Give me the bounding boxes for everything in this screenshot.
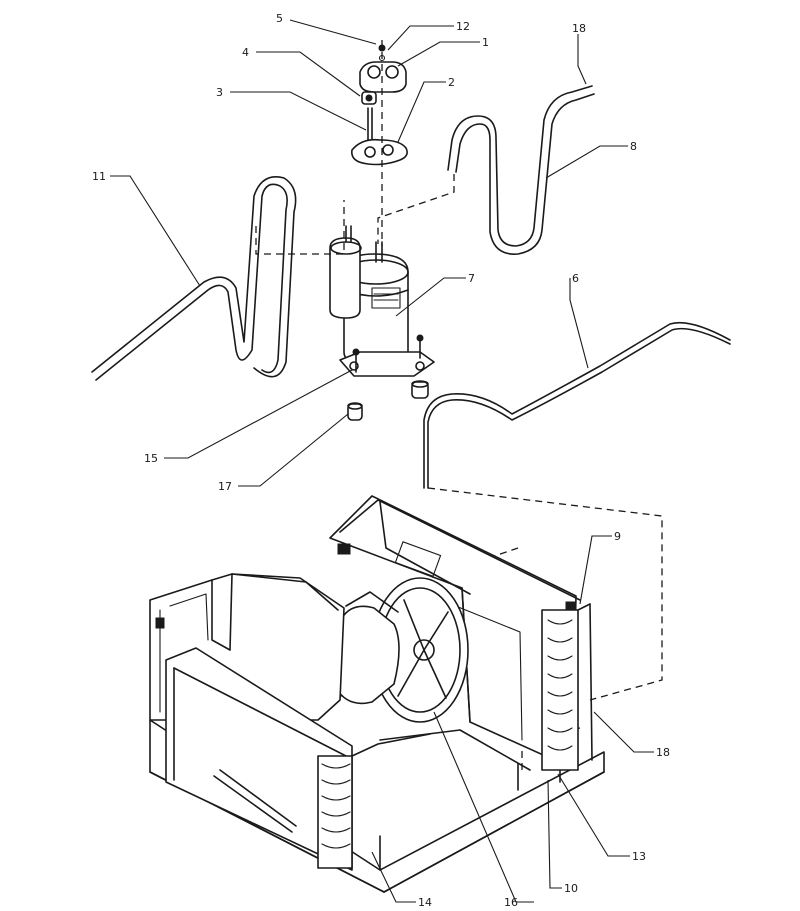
callout-3: 3 <box>216 86 223 99</box>
callout-8: 8 <box>630 140 637 153</box>
callout-13: 13 <box>632 850 646 863</box>
fan-motor <box>335 591 400 705</box>
callout-14: 14 <box>418 896 432 909</box>
terminal-nut <box>361 91 377 105</box>
callout-5: 5 <box>276 12 283 25</box>
terminal-gasket <box>351 138 408 166</box>
grommet-right <box>411 380 429 399</box>
discharge-tube-8 <box>447 85 595 255</box>
callout-18-top: 18 <box>572 22 586 35</box>
evaporator-coil <box>165 647 431 871</box>
mounting-screws <box>352 334 424 373</box>
callout-16: 16 <box>504 896 518 909</box>
callout-6: 6 <box>572 272 579 285</box>
callout-18-right: 18 <box>656 746 670 759</box>
callout-1: 1 <box>482 36 489 49</box>
callouts: 1 2 3 4 5 6 7 8 9 10 11 12 13 14 15 16 1… <box>92 12 670 909</box>
callout-12: 12 <box>456 20 470 33</box>
callout-4: 4 <box>242 46 249 59</box>
callout-15: 15 <box>144 452 158 465</box>
terminal-cover <box>359 44 407 93</box>
callout-9: 9 <box>614 530 621 543</box>
grommet-left <box>347 402 363 421</box>
leader-lines <box>110 19 654 903</box>
callout-11: 11 <box>92 170 106 183</box>
callout-17: 17 <box>218 480 232 493</box>
condenser-coil <box>541 603 593 771</box>
callout-10: 10 <box>564 882 578 895</box>
suction-tube-11 <box>91 176 297 381</box>
terminal-bolt <box>367 107 373 141</box>
callout-7: 7 <box>468 272 475 285</box>
accumulator <box>329 225 362 319</box>
capillary-tube-6 <box>423 321 731 489</box>
callout-2: 2 <box>448 76 455 89</box>
motor-rod <box>379 729 531 771</box>
